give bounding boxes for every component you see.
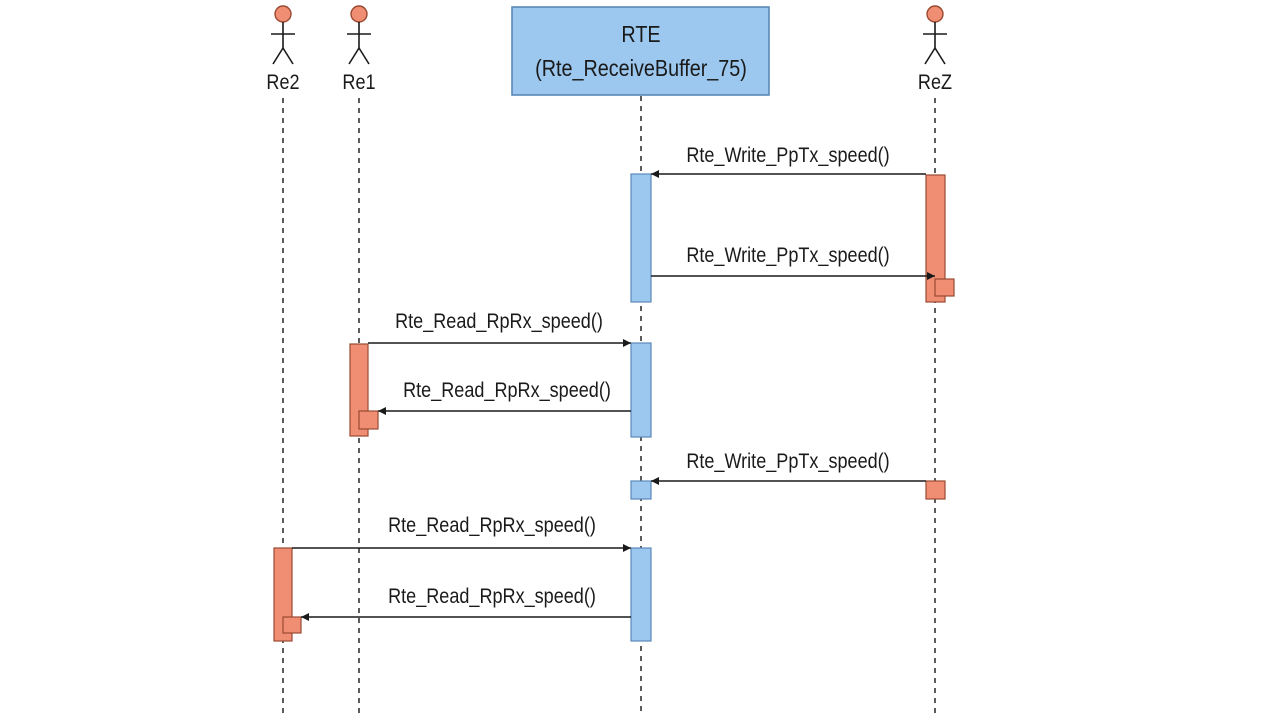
activation-rte-1 <box>630 173 652 303</box>
message-5: Rte_Write_PpTx_speed() <box>651 450 926 485</box>
message-6-label: Rte_Read_RpRx_speed() <box>388 514 596 538</box>
message-3-label: Rte_Read_RpRx_speed() <box>395 310 603 334</box>
actor-icon <box>347 5 371 65</box>
participant-re2-name: Re2 <box>266 71 299 95</box>
participant-re1: Re1 <box>342 5 376 95</box>
activation-re1-2-nested <box>358 410 379 430</box>
participant-rez: ReZ <box>918 5 952 95</box>
message-7-label: Rte_Read_RpRx_speed() <box>388 585 596 609</box>
actor-icon <box>271 5 295 65</box>
message-7: Rte_Read_RpRx_speed() <box>301 585 631 621</box>
participant-rez-name: ReZ <box>918 71 952 95</box>
activation-rez-3 <box>925 480 946 500</box>
participant-rte: RTE (Rte_ReceiveBuffer_75) <box>511 6 770 96</box>
message-1: Rte_Write_PpTx_speed() <box>651 144 926 178</box>
participant-rte-name: RTE <box>621 22 660 48</box>
activation-re2-4-nested <box>282 616 302 634</box>
activation-rte-4 <box>630 547 652 642</box>
message-4: Rte_Read_RpRx_speed() <box>378 379 631 415</box>
message-2: Rte_Write_PpTx_speed() <box>651 244 935 280</box>
message-3: Rte_Read_RpRx_speed() <box>368 310 631 347</box>
actor-icon <box>923 5 947 65</box>
participant-rte-subtitle: (Rte_ReceiveBuffer_75) <box>535 56 747 82</box>
participant-re2: Re2 <box>266 5 300 95</box>
rte-header-box <box>511 6 770 96</box>
message-1-label: Rte_Write_PpTx_speed() <box>686 144 889 168</box>
message-6: Rte_Read_RpRx_speed() <box>292 514 631 552</box>
message-5-label: Rte_Write_PpTx_speed() <box>686 450 889 474</box>
participant-re1-name: Re1 <box>342 71 375 95</box>
message-2-label: Rte_Write_PpTx_speed() <box>686 244 889 268</box>
activation-rte-3 <box>630 480 652 500</box>
activation-rez-1-nested <box>934 278 955 297</box>
activation-rez-1 <box>925 174 946 303</box>
activation-rte-2 <box>630 342 652 438</box>
message-4-label: Rte_Read_RpRx_speed() <box>403 379 611 403</box>
